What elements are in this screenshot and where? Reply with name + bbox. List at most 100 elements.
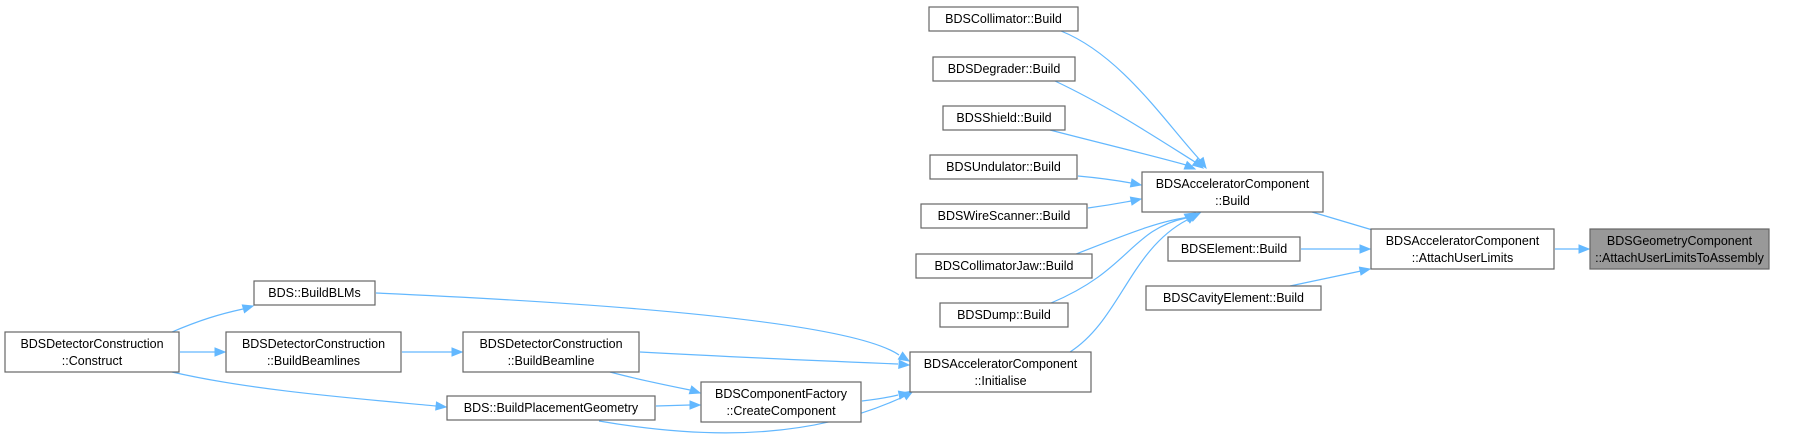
- edge-n19-to-n14: [171, 304, 255, 333]
- edge-n13-to-n3: [1069, 213, 1198, 353]
- node-box: [915, 253, 1093, 279]
- edge-n4-to-n2: [1301, 244, 1372, 254]
- arrowhead: [897, 351, 911, 362]
- edge-line: [655, 404, 691, 407]
- node-accelerator-component-build[interactable]: BDSAcceleratorComponent ::Build: [1141, 171, 1324, 213]
- arrowhead: [901, 390, 915, 401]
- node-label-line: ::CreateComponent: [726, 404, 836, 418]
- edge-line: [171, 308, 244, 333]
- edge-n15-to-n13: [639, 351, 911, 370]
- edge-line: [1087, 200, 1132, 209]
- node-box: [253, 280, 376, 306]
- node-label-line: BDSDump::Build: [957, 308, 1051, 322]
- node-box: [939, 302, 1069, 328]
- node-box: [909, 351, 1092, 393]
- node-cavity-element-build[interactable]: BDSCavityElement::Build: [1145, 285, 1322, 311]
- edge-n17-to-n16: [655, 400, 702, 410]
- arrowhead: [1578, 244, 1591, 254]
- arrowhead: [241, 304, 255, 314]
- node-box: [920, 203, 1088, 229]
- edge-line: [639, 351, 899, 365]
- edge-line: [171, 371, 437, 407]
- node-bds-build-blms[interactable]: BDS::BuildBLMs: [253, 280, 376, 306]
- node-label-line: BDSShield::Build: [956, 111, 1051, 125]
- arrowhead: [451, 347, 464, 357]
- edge-n7-to-n3: [1054, 80, 1205, 169]
- edge-line: [598, 395, 906, 434]
- edge-line: [1077, 175, 1132, 184]
- node-label-line: ::AttachUserLimitsToAssembly: [1595, 251, 1765, 265]
- edge-line: [1049, 129, 1187, 166]
- arrowhead: [898, 359, 911, 370]
- node-label-line: ::Initialise: [974, 374, 1026, 388]
- node-element-build[interactable]: BDSElement::Build: [1167, 236, 1301, 262]
- node-bds-build-placement-geometry[interactable]: BDS::BuildPlacementGeometry: [446, 395, 656, 421]
- node-label-line: ::BuildBeamlines: [267, 354, 360, 368]
- node-detector-construction-build-beamline[interactable]: BDSDetectorConstruction ::BuildBeamline: [462, 331, 640, 373]
- node-box: [4, 331, 180, 373]
- arrowhead: [435, 401, 448, 411]
- node-shield-build[interactable]: BDSShield::Build: [942, 105, 1066, 131]
- edge-line: [861, 394, 899, 402]
- node-label-line: BDSCavityElement::Build: [1163, 291, 1304, 305]
- node-geometry-component-attach-user-limits-to-assembly[interactable]: BDSGeometryComponent ::AttachUserLimitsT…: [1589, 228, 1770, 270]
- edge-line: [1050, 217, 1187, 304]
- node-detector-construction-build-beamlines[interactable]: BDSDetectorConstruction ::BuildBeamlines: [225, 331, 402, 373]
- node-degrader-build[interactable]: BDSDegrader::Build: [932, 56, 1076, 82]
- node-undulator-build[interactable]: BDSUndulator::Build: [929, 154, 1078, 180]
- node-accelerator-component-initialise[interactable]: BDSAcceleratorComponent ::Initialise: [909, 351, 1092, 393]
- node-label-line: BDSUndulator::Build: [946, 160, 1061, 174]
- node-box: [1589, 228, 1770, 270]
- edge-line: [375, 292, 900, 356]
- edge-line: [1289, 270, 1362, 287]
- node-collimator-jaw-build[interactable]: BDSCollimatorJaw::Build: [915, 253, 1093, 279]
- node-accelerator-component-attach-user-limits[interactable]: BDSAcceleratorComponent ::AttachUserLimi…: [1370, 228, 1555, 270]
- node-box: [1167, 236, 1301, 262]
- node-label-line: BDSCollimatorJaw::Build: [935, 259, 1074, 273]
- node-label-line: BDSCollimator::Build: [945, 12, 1062, 26]
- arrowhead: [1129, 178, 1143, 188]
- node-dump-build[interactable]: BDSDump::Build: [939, 302, 1069, 328]
- node-box: [942, 105, 1066, 131]
- arrowhead: [214, 347, 227, 357]
- arrowhead: [1358, 266, 1372, 276]
- arrowhead: [1184, 213, 1198, 224]
- node-label-line: BDSWireScanner::Build: [938, 209, 1071, 223]
- edge-line: [609, 371, 691, 391]
- node-collimator-build[interactable]: BDSCollimator::Build: [928, 6, 1079, 32]
- node-label-line: BDSDetectorConstruction: [242, 337, 385, 351]
- node-label-line: BDSComponentFactory: [715, 387, 848, 401]
- node-label-line: BDSAcceleratorComponent: [1386, 234, 1540, 248]
- edge-line: [1075, 216, 1192, 255]
- edge-n15-to-n16: [609, 371, 702, 395]
- arrowhead: [1129, 196, 1143, 206]
- edge-line: [1060, 30, 1201, 161]
- node-box: [700, 381, 862, 423]
- edge-n19-to-n18: [180, 347, 227, 357]
- arrowhead: [689, 400, 702, 410]
- node-label-line: BDSElement::Build: [1181, 242, 1287, 256]
- node-detector-construction-construct[interactable]: BDSDetectorConstruction ::Construct: [4, 331, 180, 373]
- arrowhead: [688, 385, 702, 395]
- arrowhead: [1183, 160, 1197, 170]
- edge-n6-to-n3: [1060, 30, 1207, 170]
- node-component-factory-create-component[interactable]: BDSComponentFactory ::CreateComponent: [700, 381, 862, 423]
- node-label-line: ::BuildBeamline: [508, 354, 595, 368]
- edge-n2-to-n1: [1555, 244, 1591, 254]
- node-box: [462, 331, 640, 373]
- node-label-line: BDSDegrader::Build: [948, 62, 1061, 76]
- node-label-line: BDSGeometryComponent: [1607, 234, 1753, 248]
- node-label-line: BDSAcceleratorComponent: [924, 357, 1078, 371]
- node-label-line: BDSDetectorConstruction: [479, 337, 622, 351]
- edge-n5-to-n2: [1289, 266, 1372, 287]
- edge-n17-to-n13: [598, 390, 915, 434]
- node-label-line: BDSDetectorConstruction: [20, 337, 163, 351]
- node-box: [929, 154, 1078, 180]
- node-box: [1370, 228, 1555, 270]
- nodes-layer: BDSGeometryComponent ::AttachUserLimitsT…: [4, 6, 1770, 423]
- node-box: [932, 56, 1076, 82]
- node-wire-scanner-build[interactable]: BDSWireScanner::Build: [920, 203, 1088, 229]
- arrowhead: [1359, 244, 1372, 254]
- edge-n10-to-n3: [1087, 196, 1143, 209]
